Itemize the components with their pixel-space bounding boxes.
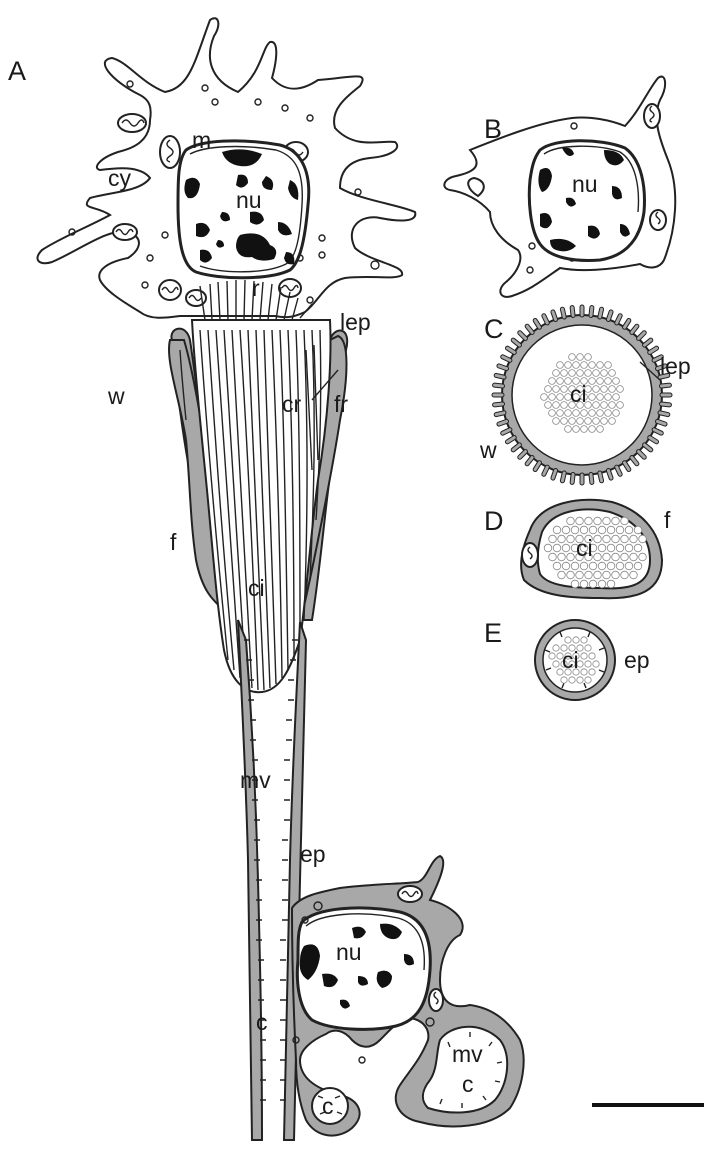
label-f-a: f [170,529,177,555]
label-w-c: w [479,437,497,463]
label-lep-c: lep [660,353,691,379]
label-c-a3: c [462,1071,474,1097]
panel-label-e: E [484,618,502,648]
label-r: r [252,275,260,301]
label-cy: cy [108,165,132,191]
label-m: m [192,127,211,153]
panel-label-b: B [484,114,502,144]
label-ci-d: ci [576,535,593,561]
label-mv-a2: mv [452,1041,483,1067]
panel-label-a: A [8,56,26,86]
label-lep-a: lep [340,309,371,335]
stalk-right-wall [284,622,306,1140]
panel-label-d: D [484,506,504,536]
label-nu-a2: nu [336,939,362,965]
label-cr: cr [282,391,302,417]
panel-a-sensory-cell [37,18,415,320]
panel-b-cell [444,77,675,297]
label-mv-a: mv [240,767,271,793]
label-ci-c: ci [570,381,587,407]
label-ci-a: ci [248,575,265,601]
label-ep-a: ep [300,841,326,867]
nucleus-ep [297,908,430,1029]
label-nu-b: nu [572,171,598,197]
label-nu-a: nu [236,187,262,213]
label-f-d: f [664,507,671,533]
label-fr: fr [334,391,348,417]
label-c-a2: c [322,1093,334,1119]
label-ci-e: ci [562,647,579,673]
label-ep-e: ep [624,647,650,673]
panel-label-c: C [484,314,504,344]
label-c-a: c [256,1009,268,1035]
label-w-a: w [107,383,125,409]
